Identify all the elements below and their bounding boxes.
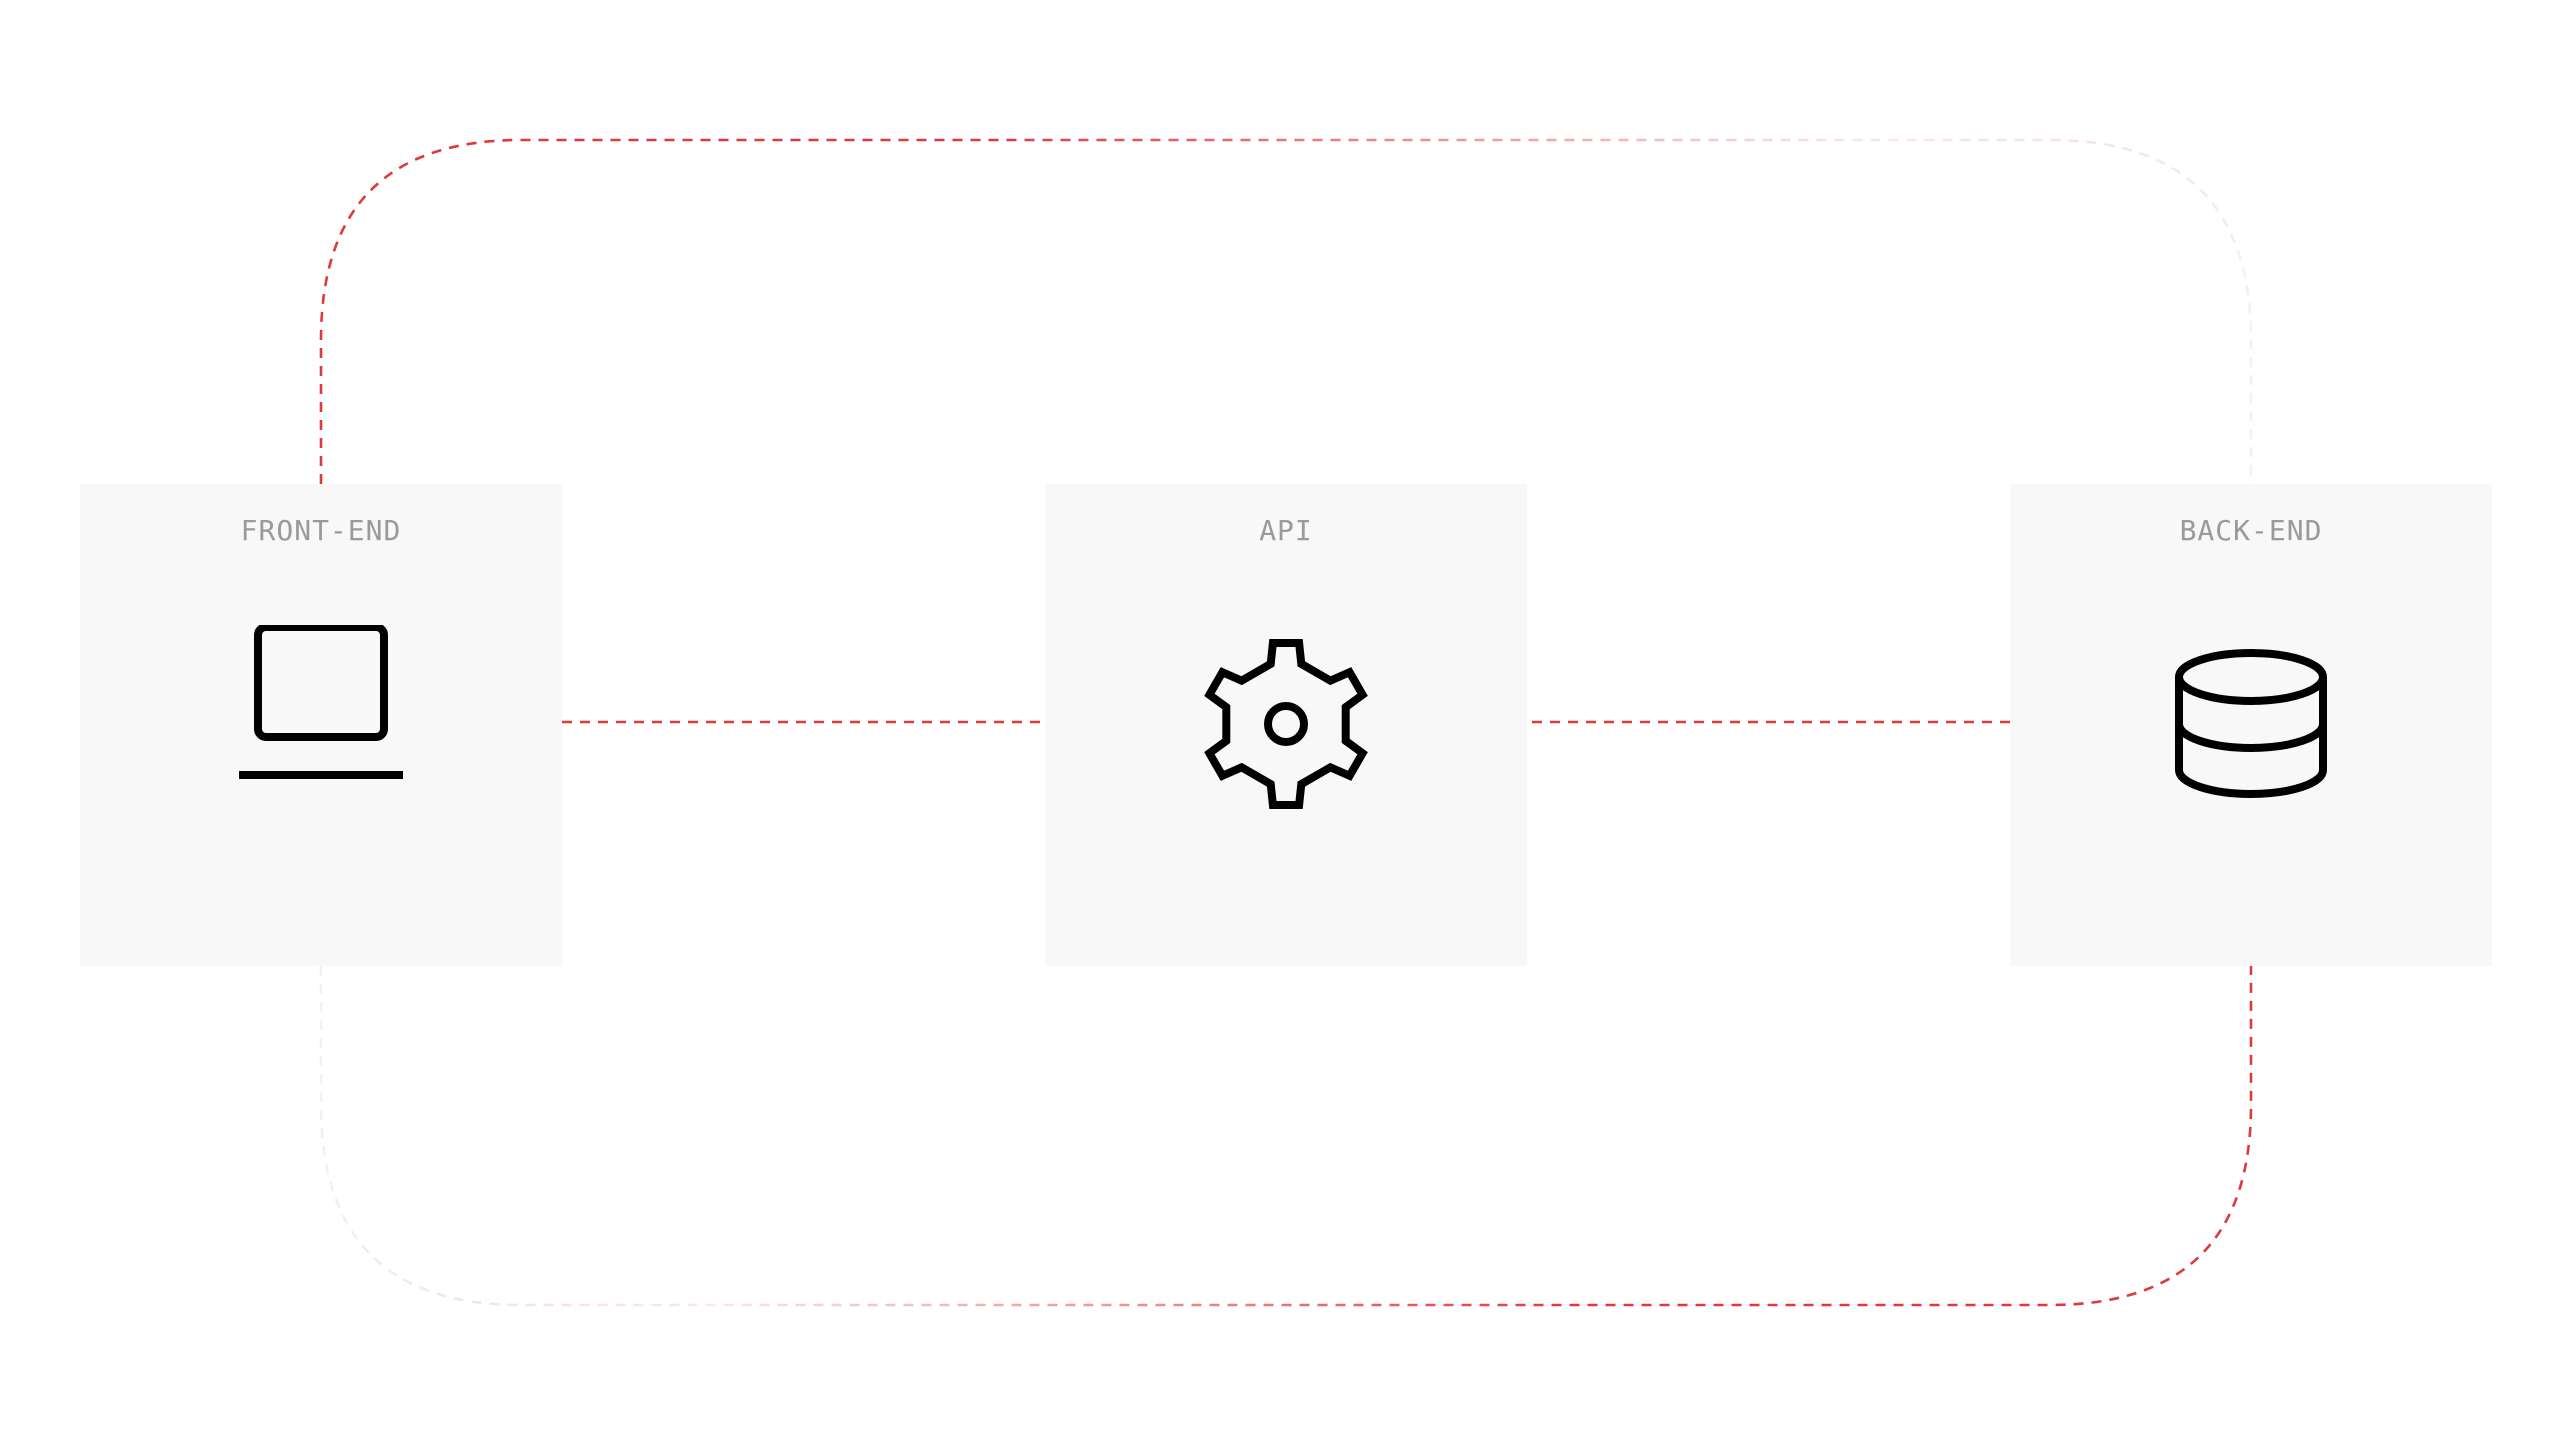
frontend-label: FRONT-END	[240, 514, 402, 547]
loop-connector-top	[319, 138, 2253, 484]
loop-connector-bottom	[319, 966, 2253, 1307]
api-label: API	[1259, 514, 1313, 547]
laptop-icon	[239, 625, 403, 779]
api-node: API	[1045, 484, 1527, 966]
gear-icon	[1204, 639, 1368, 809]
backend-label: BACK-END	[2179, 514, 2323, 547]
backend-node: BACK-END	[2010, 484, 2492, 966]
database-icon	[2175, 649, 2327, 798]
frontend-node: FRONT-END	[80, 484, 562, 966]
